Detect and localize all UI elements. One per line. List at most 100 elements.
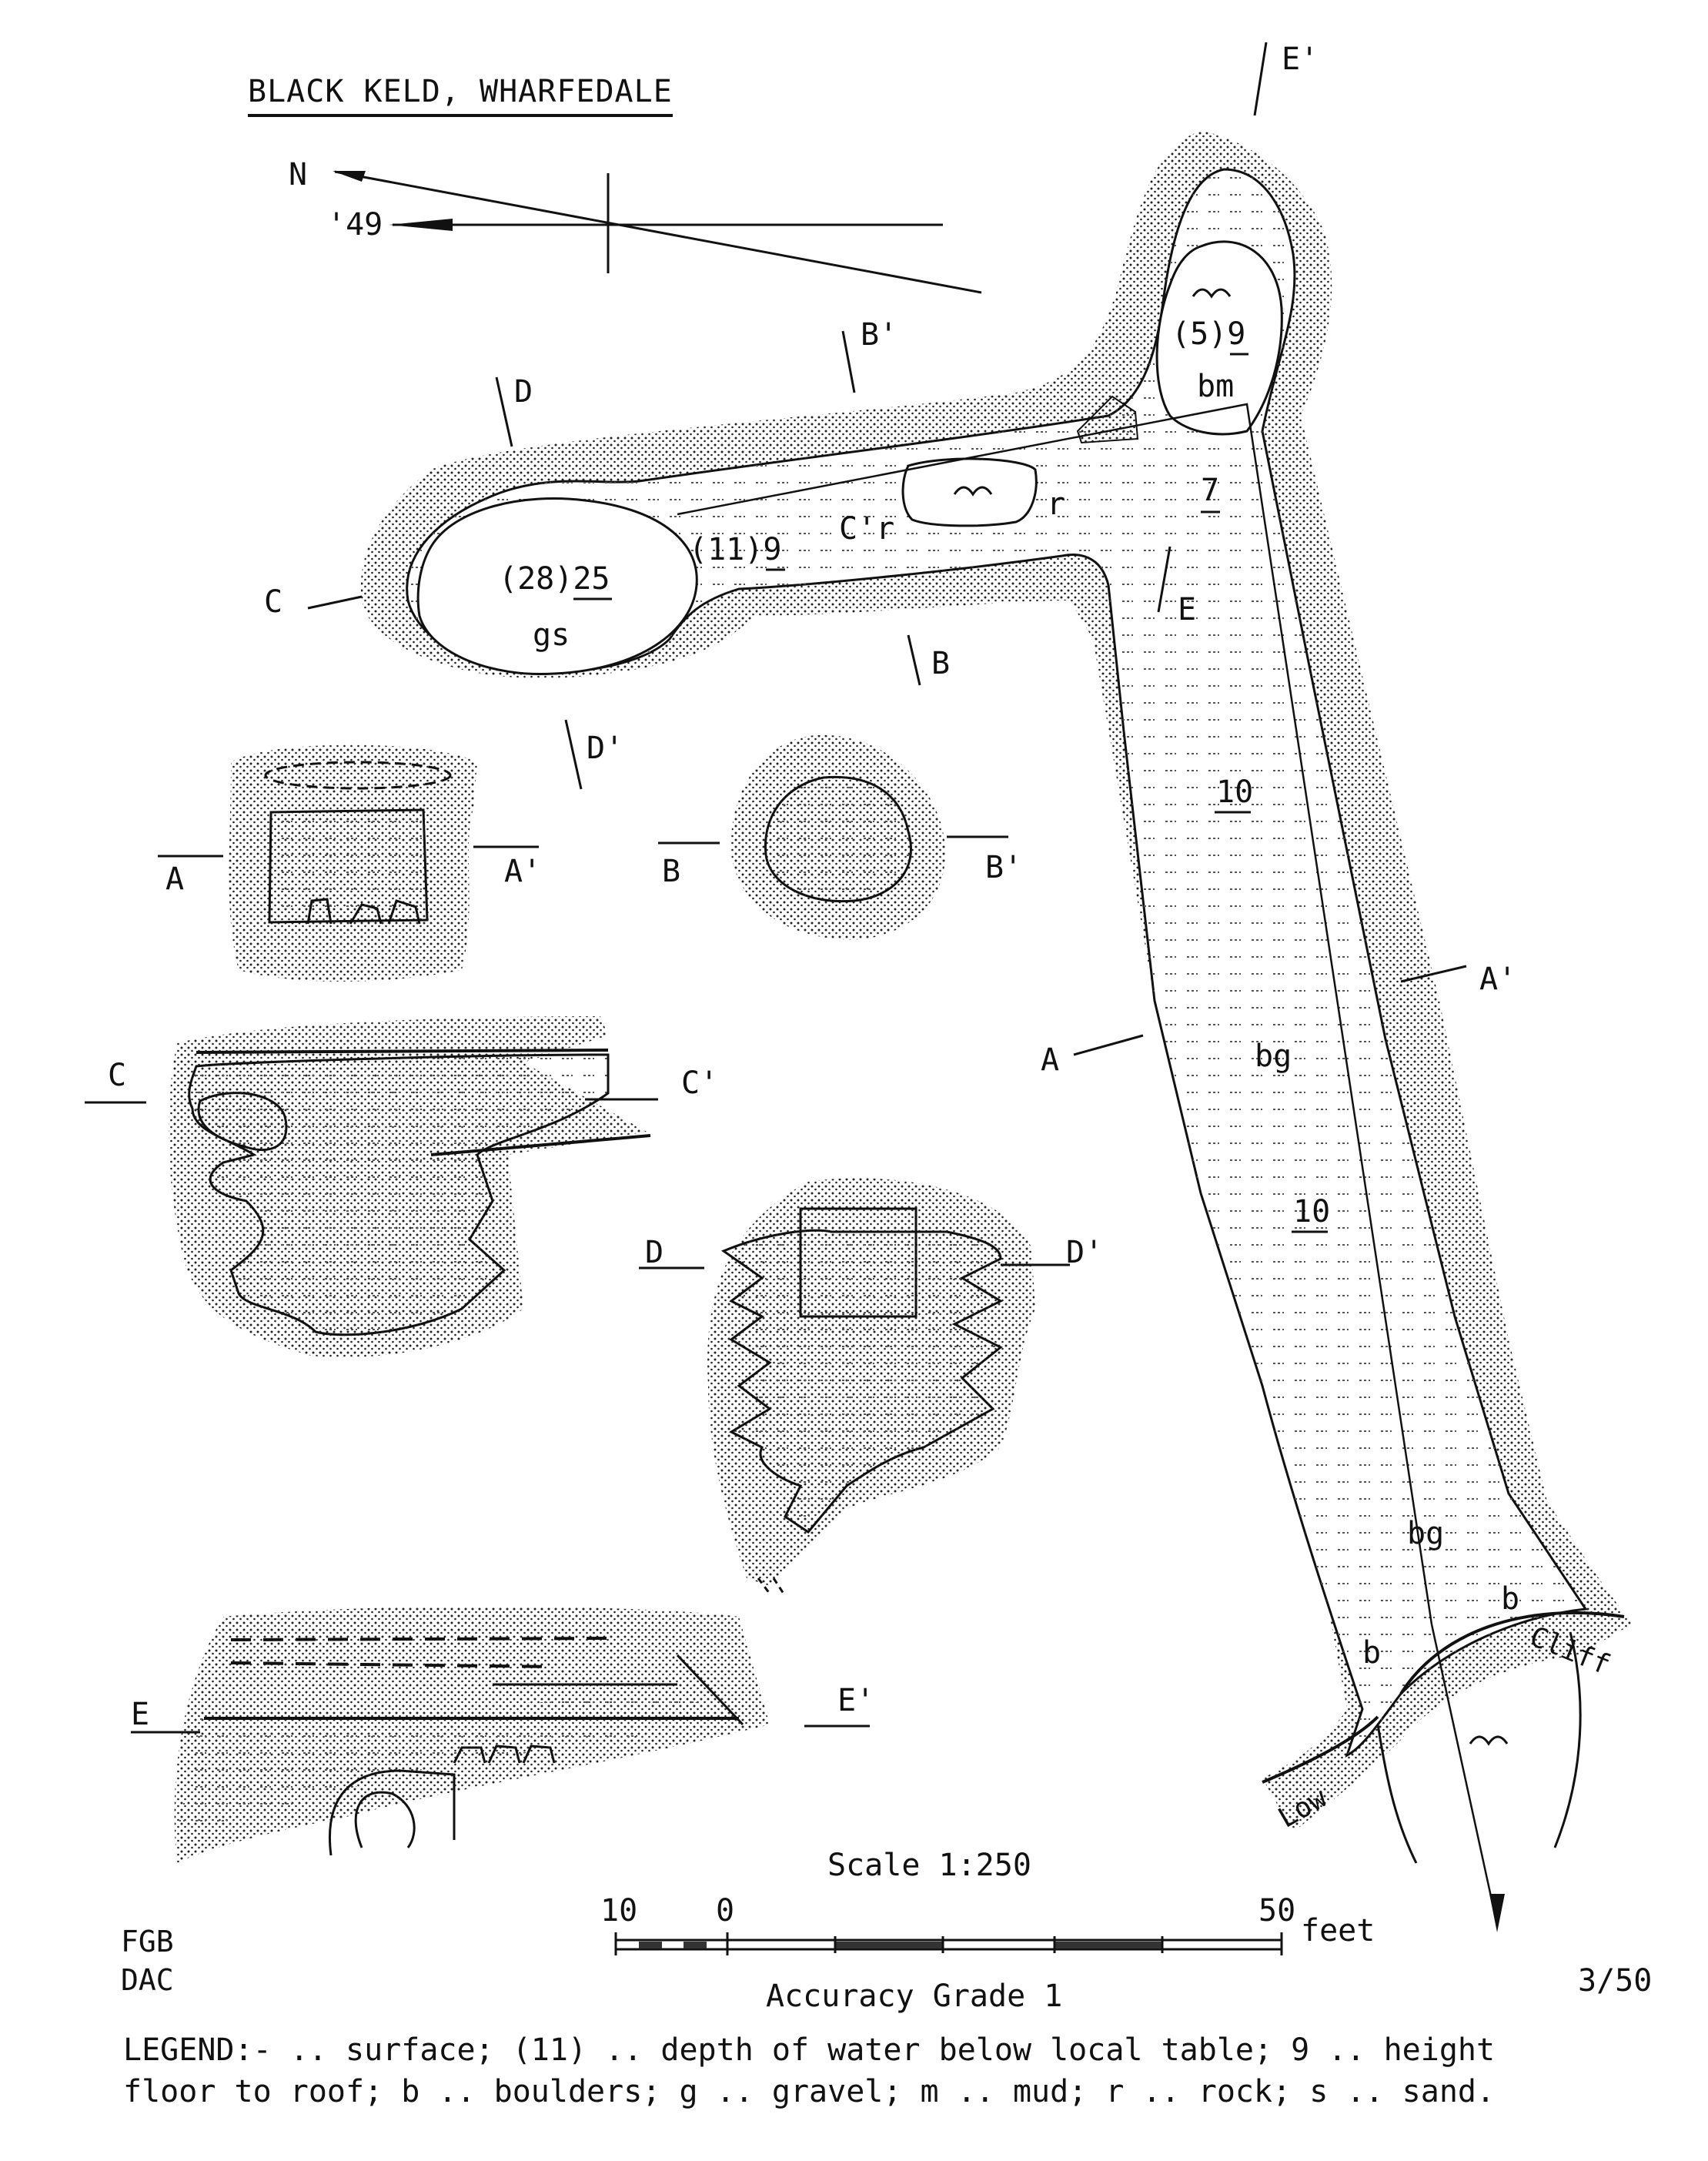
section-E: E E' [131,1606,874,1863]
section-E-prime-label: E' [837,1683,874,1718]
legend-line-2: floor to roof; b .. boulders; g .. grave… [123,2074,1496,2109]
label-cr: C'r [839,511,894,547]
label-dim-upper: (5)9 [1172,316,1245,352]
section-D-tail-2 [772,1577,785,1594]
cliff-line [1399,1611,1625,1695]
plan-mark-B-prime: B' [861,317,897,353]
section-B-prime-label: B' [985,850,1022,885]
cut-tick-E [1157,546,1172,613]
scale-unit: feet [1301,1913,1375,1949]
section-D-label: D [645,1235,663,1270]
survey-title: BLACK KELD, WHARFEDALE [248,74,673,117]
section-A-prime-label: A' [504,854,541,889]
section-E-boulders [329,1745,556,1856]
survey-line [677,403,1433,1625]
scale-seg-fill-2 [684,1942,707,1949]
true-north-line [334,170,982,294]
surveyor-initials-2: DAC [121,1963,174,1997]
label-height-10b: 10 [1293,1194,1330,1229]
outflow-arrowhead [1489,1894,1505,1932]
section-D-tail-1 [757,1577,771,1594]
section-A-void [268,808,429,924]
section-D-roof-block [799,1207,918,1318]
pool-chamber [416,497,698,676]
scale-seg-fill-1 [639,1942,662,1949]
plan-mark-D: D [514,374,533,410]
plan-mark-A-prime: A' [1479,962,1516,997]
true-north-arrowhead [333,171,366,182]
accuracy-grade: Accuracy Grade 1 [766,1979,1063,2014]
scale-seg-fill-4 [1055,1942,1162,1949]
section-C-label: C [108,1058,126,1093]
upper-chamber-surface [1155,240,1283,436]
section-C-top-line [196,1049,609,1054]
cut-tick-D [495,376,513,447]
section-D: D D' [639,1178,1103,1594]
section-A-label: A [165,861,184,897]
section-A-boulders [306,898,421,925]
label-bg-a: bg [1255,1039,1292,1074]
cut-tick-B-prime [841,330,856,393]
label-b-a: b [1501,1581,1519,1617]
section-D-void [720,1229,1004,1534]
plan-mark-B: B [931,646,950,681]
scale-label-0: 0 [716,1893,734,1929]
water-mark-resurgence [1469,1735,1509,1746]
water-mark-upper [1192,288,1232,299]
label-bg-b: bg [1407,1516,1444,1551]
section-E-slope-line [676,1654,744,1726]
section-C-void [188,1053,610,1336]
section-C-shelf [430,1134,651,1156]
section-D-prime-label: D' [1066,1235,1103,1270]
cut-tick-D-prime [564,719,583,790]
section-C: C C' [85,1016,718,1358]
resurgence-edge-2 [1553,1631,1582,1848]
label-b-b: b [1362,1635,1381,1671]
magnetic-north-arrowhead [389,219,453,231]
section-E-void [177,1694,739,1832]
section-B-label: B [662,854,680,889]
low-line [1262,1715,1379,1784]
section-E-dash-2 [230,1661,555,1668]
section-A-dashed-roof [264,761,452,790]
section-C-rock-lip [197,1092,288,1152]
plan-mark-E: E [1178,592,1196,627]
cut-tick-A-prime [1400,965,1467,983]
cut-tick-B [907,634,921,686]
label-height-10a: 10 [1216,774,1253,810]
label-r: r [1047,487,1065,522]
label-sub-upper: bm [1197,369,1234,404]
sheet-number: 3/50 [1578,1963,1653,1999]
resurgence-edge [1376,1724,1418,1864]
cave-plan: (5)9 bm (28)25 gs (11)9 C'r r 7 10 10 bg… [264,42,1632,1932]
legend-line-1: LEGEND:- .. surface; (11) .. depth of wa… [123,2032,1496,2068]
label-magnetic-north: '49 [327,207,383,243]
scale-label-10: 10 [600,1893,637,1929]
section-E-label: E [131,1697,149,1732]
plan-mark-A: A [1041,1042,1059,1078]
plan-mark-D-prime: D' [587,731,623,766]
plan-mark-E-prime: E' [1282,42,1319,77]
cut-tick-E-prime [1253,42,1268,116]
section-C-prime-label: C' [681,1065,718,1101]
label-true-north: N [289,157,307,192]
plan-passage-hatch [406,169,1586,1755]
water-mark-island [953,486,993,497]
section-B-void [764,775,912,903]
label-sub-pool: gs [533,617,570,653]
rock-island [901,457,1038,527]
scale-bar: 10 0 50 [600,1893,1295,1955]
section-A: A A' [158,744,541,982]
label-height-7: 7 [1201,473,1219,508]
north-arrow-group [333,170,982,294]
section-B: B B' [658,734,1022,940]
surveyor-initials-1: FGB [121,1925,174,1959]
label-dim-neck: (11)9 [689,532,781,567]
cut-tick-C [307,595,363,610]
survey-line-end [1430,1624,1499,1925]
cut-tick-A [1073,1034,1144,1056]
plan-mark-C: C [264,584,282,620]
scale-seg-fill-3 [835,1942,943,1949]
scale-label-50: 50 [1258,1893,1295,1929]
